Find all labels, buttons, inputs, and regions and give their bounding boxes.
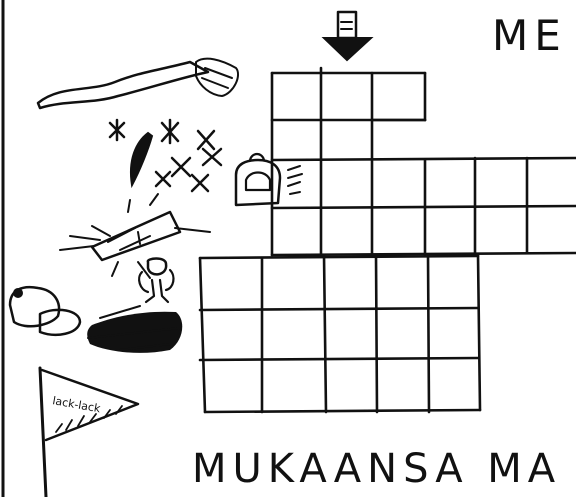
hat-doodle (10, 287, 80, 335)
crossword-grid (200, 68, 576, 412)
shadow-scribble (87, 306, 182, 353)
pennant-flag: lack-lack (40, 368, 138, 497)
pennant-label: lack-lack (51, 394, 102, 415)
tent-doodle (60, 194, 210, 278)
sparkle-doodles (110, 120, 221, 191)
heading-bottom: MUKAANSA MA (192, 446, 561, 492)
figure-doodle (139, 259, 173, 303)
backpack-icon (236, 154, 302, 205)
start-arrow-icon (324, 12, 371, 60)
heading-top: ME (492, 11, 567, 60)
banner-ribbon-doodle (38, 59, 238, 108)
